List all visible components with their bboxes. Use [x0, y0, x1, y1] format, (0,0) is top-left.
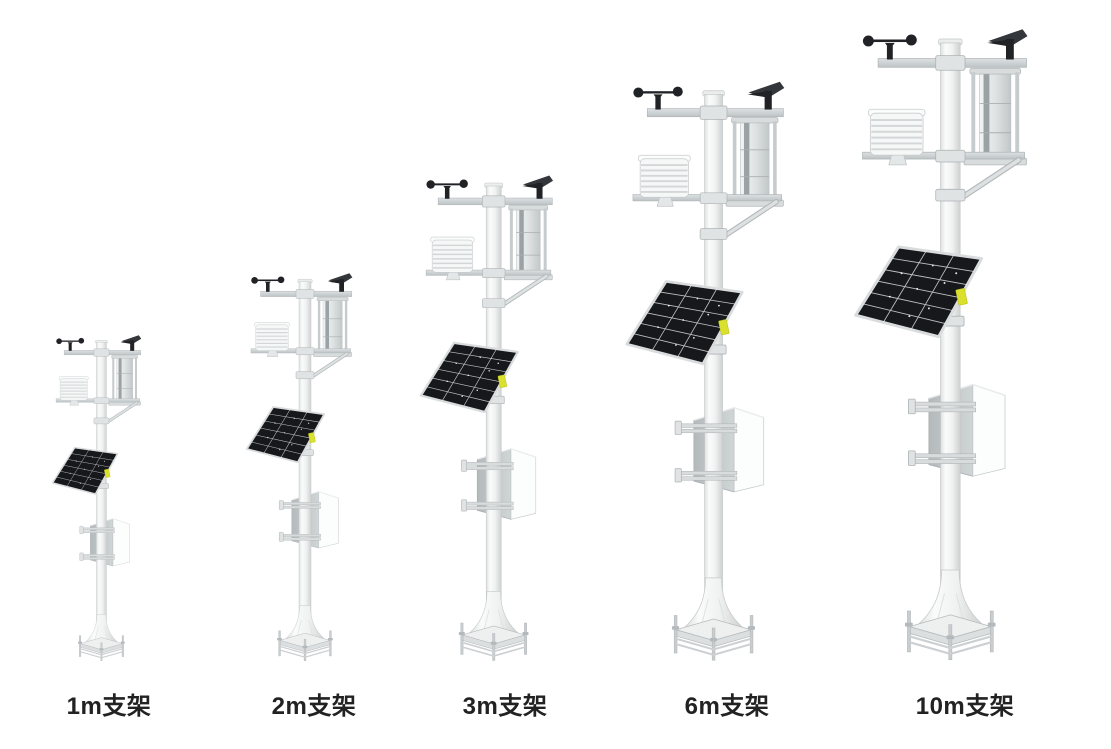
station-3m-illustration [411, 174, 599, 662]
station-3m-label: 3m支架 [462, 693, 548, 720]
station-6m-label: 6m支架 [684, 693, 770, 720]
station-2m-illustration [245, 272, 355, 662]
station-6m-illustration [615, 80, 839, 662]
station-1m-illustration [51, 334, 143, 662]
station-1m-label: 1m支架 [66, 693, 152, 720]
station-1m: 1m支架 [46, 334, 172, 720]
station-6m: 6m支架 [615, 80, 839, 720]
station-3m: 3m支架 [411, 174, 599, 720]
station-10m-label: 10m支架 [915, 693, 1015, 720]
station-10m-illustration [843, 27, 1087, 662]
station-10m: 10m支架 [843, 27, 1087, 720]
station-2m: 2m支架 [239, 272, 389, 720]
station-2m-label: 2m支架 [271, 693, 357, 720]
